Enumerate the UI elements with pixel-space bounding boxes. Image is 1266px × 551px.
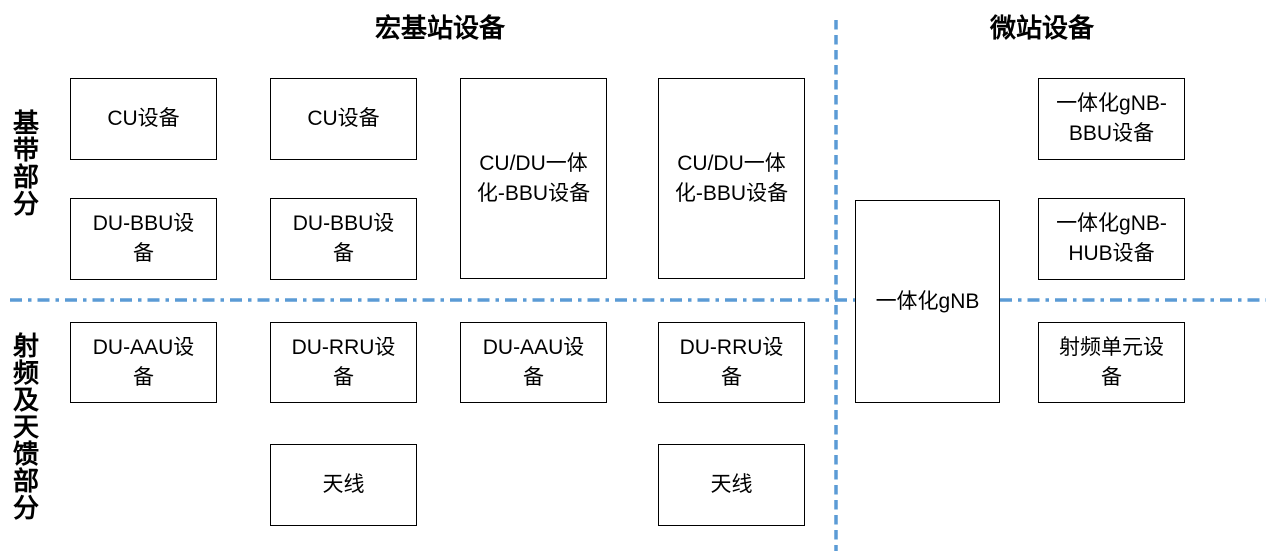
box-cu-device-2: CU设备 xyxy=(270,78,417,160)
box-du-bbu-device-1: DU-BBU设 备 xyxy=(70,198,217,280)
micro-station-title: 微站设备 xyxy=(989,13,1094,43)
box-cudu-integrated-bbu-2: CU/DU一体 化-BBU设备 xyxy=(658,78,805,279)
box-du-aau-device-1: DU-AAU设 备 xyxy=(70,322,217,403)
box-integrated-gnb-hub: 一体化gNB- HUB设备 xyxy=(1038,198,1185,280)
macro-station-title: 宏基站设备 xyxy=(374,13,505,43)
box-cudu-integrated-bbu-1: CU/DU一体 化-BBU设备 xyxy=(460,78,607,279)
baseband-section-label: 基带部分 xyxy=(12,108,39,219)
box-rf-unit-device: 射频单元设 备 xyxy=(1038,322,1185,403)
box-integrated-gnb: 一体化gNB xyxy=(855,200,1000,403)
box-du-rru-device-2: DU-RRU设 备 xyxy=(658,322,805,403)
box-du-aau-device-2: DU-AAU设 备 xyxy=(460,322,607,403)
box-cu-device-1: CU设备 xyxy=(70,78,217,160)
box-antenna-2: 天线 xyxy=(658,444,805,526)
box-du-rru-device-1: DU-RRU设 备 xyxy=(270,322,417,403)
box-du-bbu-device-2: DU-BBU设 备 xyxy=(270,198,417,280)
box-antenna-1: 天线 xyxy=(270,444,417,526)
box-integrated-gnb-bbu: 一体化gNB- BBU设备 xyxy=(1038,78,1185,160)
rf-antenna-section-label: 射频及天馈部分 xyxy=(12,331,39,523)
